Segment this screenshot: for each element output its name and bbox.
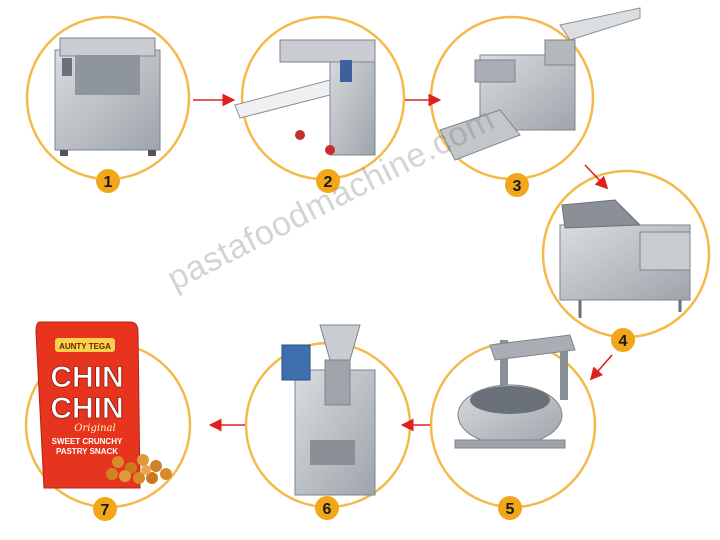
package-flavor: Original <box>74 423 115 434</box>
dough-sheeter-image <box>234 39 376 156</box>
step-7-badge <box>93 497 117 521</box>
package-tagline-line2: PASTRY SNACK <box>56 447 118 456</box>
step-4: 4 <box>541 169 711 352</box>
snack-package-image: AUNTY TEGA CHIN CHIN Original SWEET CRUN… <box>35 321 172 489</box>
packing-machine-image <box>281 324 376 496</box>
step-5-number: 5 <box>506 501 515 518</box>
step-4-number: 4 <box>619 333 628 350</box>
package-title-line2: CHIN <box>50 392 123 425</box>
step-7-number: 7 <box>101 502 110 519</box>
step-3-badge <box>505 173 529 197</box>
step-1-number: 1 <box>104 174 113 191</box>
deoiling-machine-image <box>454 334 576 449</box>
step-3-number: 3 <box>513 178 522 195</box>
step-2-number: 2 <box>324 174 333 191</box>
step-1-badge <box>96 169 120 193</box>
package-brand: AUNTY TEGA <box>59 342 111 351</box>
step-5: 5 <box>429 334 597 520</box>
step-6-badge <box>315 496 339 520</box>
package-title-line1: CHIN <box>50 361 123 394</box>
step-7: AUNTY TEGA CHIN CHIN Original SWEET CRUN… <box>24 321 192 521</box>
package-tagline-line1: SWEET CRUNCHY <box>52 437 123 446</box>
dough-mixer-image <box>54 37 161 156</box>
step-6-number: 6 <box>323 501 332 518</box>
step-5-badge <box>498 496 522 520</box>
step-3: 3 <box>429 7 641 197</box>
arrow-4-to-5 <box>589 354 613 381</box>
step-2-badge <box>316 169 340 193</box>
step-2: 2 <box>234 15 406 193</box>
cutting-machine-image <box>439 7 641 161</box>
fryer-image <box>559 199 691 318</box>
step-1: 1 <box>25 15 191 193</box>
snack-pieces <box>106 454 172 484</box>
step-6: 6 <box>244 324 412 520</box>
arrow-3-to-4 <box>584 164 609 190</box>
step-4-badge <box>611 328 635 352</box>
